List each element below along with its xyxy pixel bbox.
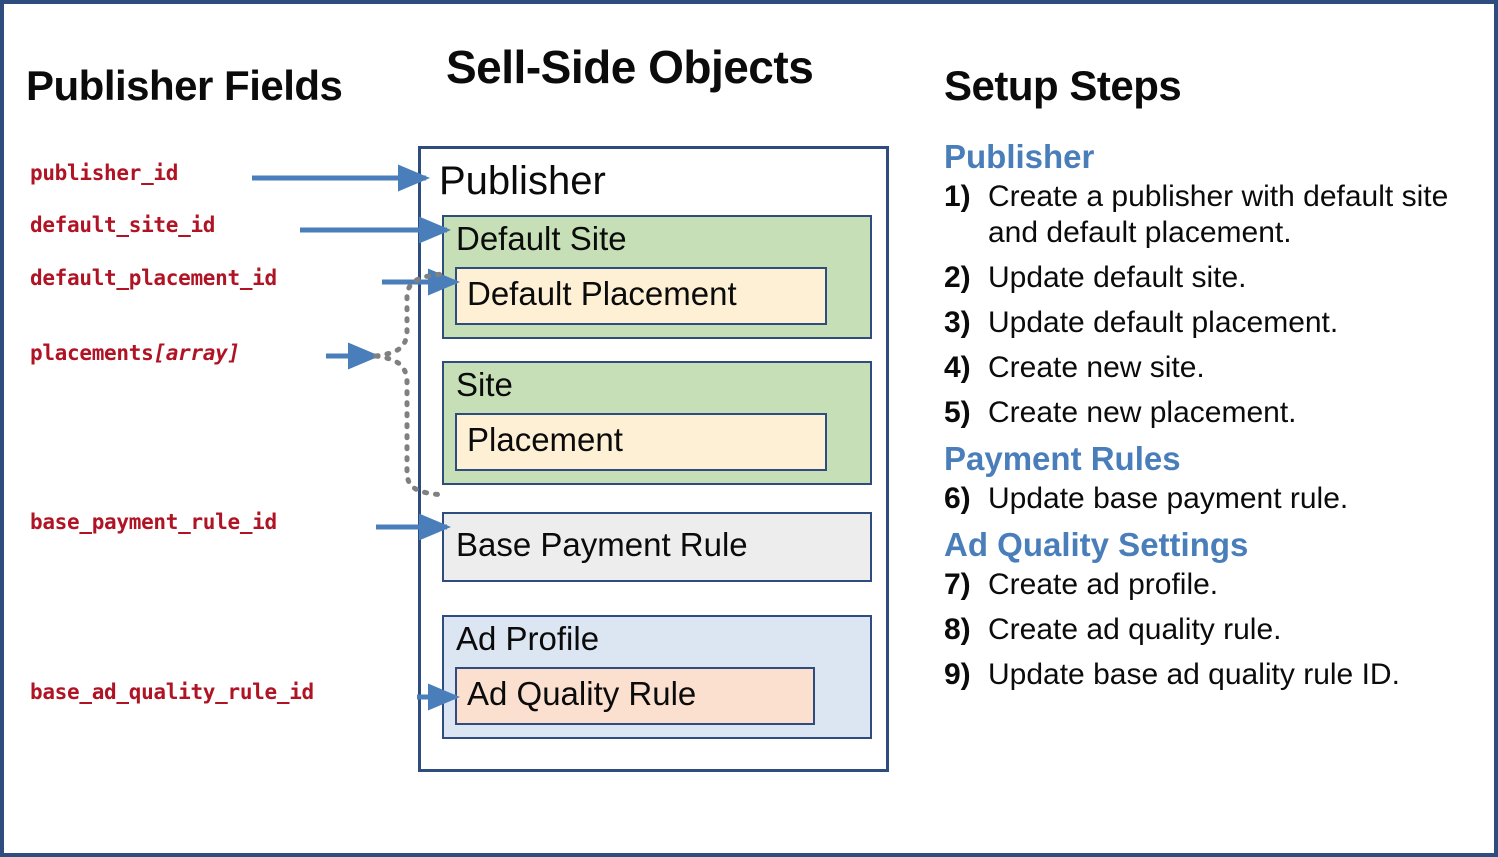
setup-step-2: 2) Update default site. [944, 260, 1474, 296]
setup-step-5: 5) Create new placement. [944, 395, 1474, 431]
publisher-object-container: Publisher Default Site Default Placement… [418, 146, 889, 772]
setup-step-4: 4) Create new site. [944, 350, 1474, 386]
step-text: Create ad profile. [988, 567, 1219, 601]
setup-step-9: 9) Update base ad quality rule ID. [944, 657, 1474, 693]
step-text: Update default placement. [988, 305, 1339, 339]
field-type-suffix: [array] [153, 341, 240, 365]
setup-step-6: 6) Update base payment rule. [944, 481, 1474, 517]
step-text: Update base ad quality rule ID. [988, 657, 1400, 691]
setup-group-payment-rules: Payment Rules 6) Update base payment rul… [944, 440, 1474, 517]
default-site-label: Default Site [456, 220, 627, 257]
field-name: base_ad_quality_rule_id [30, 680, 314, 704]
step-text: Create new site. [988, 350, 1205, 384]
field-label-placements-array: placements[array] [30, 341, 240, 365]
site-box: Site Placement [442, 361, 872, 485]
field-name: placements [30, 341, 154, 365]
base-payment-rule-box: Base Payment Rule [442, 512, 872, 582]
step-number: 6) [944, 481, 971, 515]
field-label-default-placement-id: default_placement_id [30, 266, 277, 290]
default-site-box: Default Site Default Placement [442, 215, 872, 339]
step-text: Create ad quality rule. [988, 612, 1282, 646]
field-name: default_site_id [30, 213, 216, 237]
setup-step-7: 7) Create ad profile. [944, 567, 1474, 603]
setup-step-1: 1) Create a publisher with default site … [944, 179, 1474, 251]
setup-step-8: 8) Create ad quality rule. [944, 612, 1474, 648]
ad-quality-rule-box: Ad Quality Rule [455, 667, 815, 725]
ad-profile-box: Ad Profile Ad Quality Rule [442, 615, 872, 739]
publisher-object-label: Publisher [439, 159, 606, 203]
step-number: 7) [944, 567, 971, 601]
setup-group-ad-quality-settings: Ad Quality Settings 7) Create ad profile… [944, 526, 1474, 693]
setup-group-heading: Publisher [944, 138, 1095, 175]
step-number: 8) [944, 612, 971, 646]
ad-profile-label: Ad Profile [456, 620, 600, 657]
field-label-base-ad-quality-rule-id: base_ad_quality_rule_id [30, 680, 314, 704]
step-number: 4) [944, 350, 971, 384]
placement-label: Placement [467, 421, 623, 458]
setup-step-3: 3) Update default placement. [944, 305, 1474, 341]
setup-group-publisher: Publisher 1) Create a publisher with def… [944, 138, 1474, 431]
field-name: default_placement_id [30, 266, 277, 290]
step-number: 5) [944, 395, 971, 429]
sell-side-objects-title: Sell-Side Objects [446, 41, 814, 93]
step-text: Create new placement. [988, 395, 1297, 429]
publisher-fields-title: Publisher Fields [26, 62, 343, 109]
default-placement-label: Default Placement [467, 275, 737, 312]
default-placement-box: Default Placement [455, 267, 827, 325]
setup-group-heading: Ad Quality Settings [944, 525, 1249, 563]
setup-steps-title: Setup Steps [944, 62, 1182, 109]
field-name: base_payment_rule_id [30, 510, 277, 534]
step-number: 1) [944, 179, 971, 213]
step-number: 2) [944, 260, 971, 294]
site-label: Site [456, 366, 513, 403]
setup-group-heading: Payment Rules [944, 439, 1181, 477]
step-text: Update base payment rule. [988, 481, 1349, 515]
step-text: Update default site. [988, 260, 1247, 294]
ad-quality-rule-label: Ad Quality Rule [467, 675, 697, 712]
field-label-base-payment-rule-id: base_payment_rule_id [30, 510, 277, 534]
placement-box: Placement [455, 413, 827, 471]
step-text: Create a publisher with default site and… [988, 179, 1449, 249]
step-number: 9) [944, 657, 971, 691]
field-label-default-site-id: default_site_id [30, 213, 215, 237]
step-number: 3) [944, 305, 971, 339]
field-name: publisher_id [30, 161, 179, 185]
field-label-publisher-id: publisher_id [30, 161, 178, 185]
base-payment-rule-label: Base Payment Rule [456, 526, 748, 563]
setup-steps-list: Publisher 1) Create a publisher with def… [944, 138, 1474, 702]
